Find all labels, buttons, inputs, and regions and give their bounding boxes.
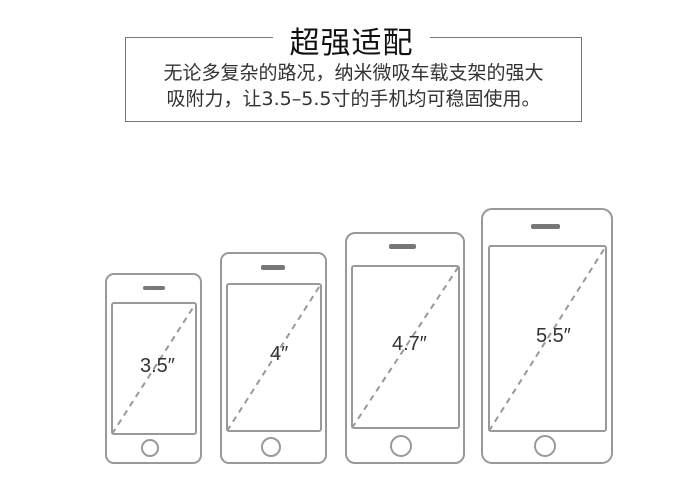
speaker-icon [531, 224, 560, 229]
description-line-1: 无论多复杂的路况，纳米微吸车载支架的强大 [163, 62, 544, 84]
home-button-icon [534, 435, 556, 457]
description-frame [125, 37, 582, 122]
home-button-icon [261, 437, 281, 457]
frame-divider-left [125, 37, 273, 38]
frame-divider-right [430, 37, 582, 38]
phone-3-5 [105, 273, 202, 464]
size-label-5-5: 5.5″ [536, 325, 571, 347]
phone-5-5 [481, 208, 613, 464]
speaker-icon [143, 286, 165, 290]
home-button-icon [141, 439, 159, 457]
phone-4-7 [345, 232, 465, 464]
speaker-icon [261, 265, 285, 270]
description-line-2: 吸附力，让3.5–5.5寸的手机均可稳固使用。 [166, 88, 541, 110]
speaker-icon [389, 244, 416, 249]
description: 无论多复杂的路况，纳米微吸车载支架的强大 吸附力，让3.5–5.5寸的手机均可稳… [125, 60, 582, 112]
size-label-3-5: 3.5″ [140, 355, 175, 377]
phone-4 [220, 252, 327, 464]
home-button-icon [390, 435, 412, 457]
size-label-4-7: 4.7″ [392, 333, 427, 355]
page-title: 超强适配 [289, 26, 414, 61]
size-label-4: 4″ [270, 343, 288, 365]
